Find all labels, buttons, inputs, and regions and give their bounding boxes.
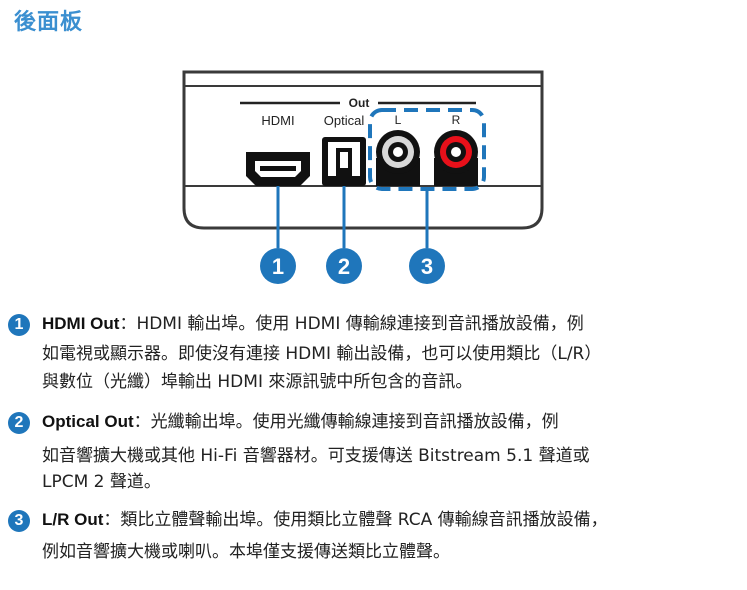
svg-text:1: 1: [272, 254, 284, 279]
hdmi-port: [246, 152, 310, 186]
description-line: 如電視或顯示器。即使沒有連接 HDMI 輸出設備，也可以使用類比（L/R）: [42, 344, 602, 364]
number-badge-1: 1: [8, 314, 30, 336]
svg-text:2: 2: [338, 254, 350, 279]
optical-port: [322, 137, 366, 186]
description-line: Optical Out：光纖輸出埠。使用光纖傳輸線連接到音訊播放設備，例: [42, 412, 559, 432]
description-line: 與數位（光纖）埠輸出 HDMI 來源訊號中所包含的音訊。: [42, 372, 473, 392]
description-line: L/R Out：類比立體聲輸出埠。使用類比立體聲 RCA 傳輸線音訊播放設備，: [42, 510, 608, 530]
callout-3: 3: [409, 248, 445, 284]
rca-left-port: [376, 130, 420, 186]
callout-1: 1: [260, 248, 296, 284]
out-label: Out: [349, 96, 370, 110]
description-line: 例如音響擴大機或喇叭。本埠僅支援傳送類比立體聲。: [42, 542, 450, 562]
description-optical-out: 2 Optical Out：光纖輸出埠。使用光纖傳輸線連接到音訊播放設備，例 如…: [8, 410, 738, 492]
description-lr-out: 3 L/R Out：類比立體聲輸出埠。使用類比立體聲 RCA 傳輸線音訊播放設備…: [8, 508, 738, 568]
term-hdmi-out: HDMI Out: [42, 314, 120, 333]
svg-text:3: 3: [421, 254, 433, 279]
right-channel-label: R: [452, 113, 461, 127]
rear-panel-diagram: Out HDMI Optical L R 1: [182, 70, 544, 284]
description-line: HDMI Out：HDMI 輸出埠。使用 HDMI 傳輸線連接到音訊播放設備，例: [42, 314, 584, 334]
term-optical-out: Optical Out: [42, 412, 134, 431]
hdmi-port-label: HDMI: [261, 113, 294, 128]
description-hdmi-out: 1 HDMI Out：HDMI 輸出埠。使用 HDMI 傳輸線連接到音訊播放設備…: [8, 312, 738, 394]
description-line: 如音響擴大機或其他 Hi-Fi 音響器材。可支援傳送 Bitstream 5.1…: [42, 446, 590, 466]
number-badge-2: 2: [8, 412, 30, 434]
term-lr-out: L/R Out: [42, 510, 104, 529]
callout-2: 2: [326, 248, 362, 284]
left-channel-label: L: [395, 113, 402, 127]
description-line: LPCM 2 聲道。: [42, 472, 161, 492]
rca-right-port: [434, 130, 478, 186]
number-badge-3: 3: [8, 510, 30, 532]
optical-port-label: Optical: [324, 113, 365, 128]
page-title: 後面板: [14, 10, 84, 35]
